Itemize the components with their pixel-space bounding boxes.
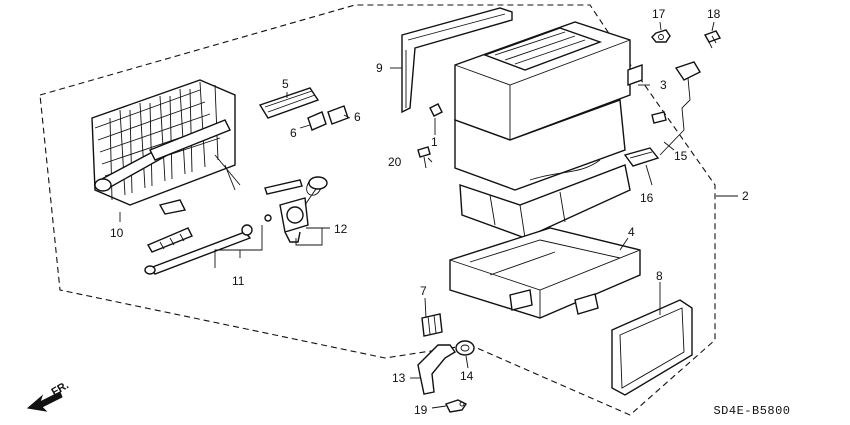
callout-16: 16 [640, 191, 654, 205]
small-clip [429, 103, 443, 117]
callout-3: 3 [660, 78, 667, 92]
callout-11: 11 [232, 274, 245, 288]
callout-7: 7 [420, 284, 427, 298]
callout-17: 17 [652, 7, 666, 21]
callout-5: 5 [282, 77, 289, 91]
callout-8: 8 [656, 269, 663, 283]
clamp [421, 313, 443, 337]
drain-cap [445, 399, 468, 413]
callout-6a: 6 [290, 126, 297, 140]
clip-left [307, 111, 327, 131]
callout-10: 10 [110, 226, 124, 240]
callout-19: 19 [414, 403, 428, 417]
pipe [144, 224, 253, 275]
upper-case [454, 21, 643, 141]
callout-9: 9 [376, 61, 383, 75]
assembly-boundary [39, 4, 716, 416]
callout-12: 12 [334, 222, 348, 236]
middle-case [454, 99, 631, 239]
bracket [623, 147, 660, 167]
diagram-code: SD4E-B5800 [713, 404, 790, 418]
grommet [455, 340, 475, 356]
evaporator-core [91, 79, 241, 215]
callout-18: 18 [707, 7, 721, 21]
callout-20: 20 [388, 155, 402, 169]
lower-case [449, 227, 641, 319]
front-label: FR. [50, 379, 71, 398]
clip-right [327, 105, 349, 125]
bolt [703, 30, 722, 49]
leader-lines [119, 21, 738, 409]
front-direction-arrow: FR. [26, 379, 71, 412]
nut [651, 29, 671, 43]
callout-6b: 6 [354, 110, 361, 124]
callout-13: 13 [392, 371, 406, 385]
screw [417, 146, 431, 169]
expansion-valve [264, 176, 328, 243]
callout-1: 1 [431, 135, 438, 149]
seal [258, 87, 320, 119]
callout-14: 14 [460, 369, 474, 383]
callouts: 1 2 3 4 5 6 6 7 8 9 10 11 12 13 14 15 16… [110, 7, 749, 417]
gasket-lower [611, 299, 693, 396]
gasket-upper [401, 7, 513, 114]
drain-hose [417, 344, 457, 395]
callout-15: 15 [674, 149, 688, 163]
thermostat-harness [651, 61, 701, 156]
callout-2: 2 [742, 189, 749, 203]
callout-4: 4 [628, 225, 635, 239]
